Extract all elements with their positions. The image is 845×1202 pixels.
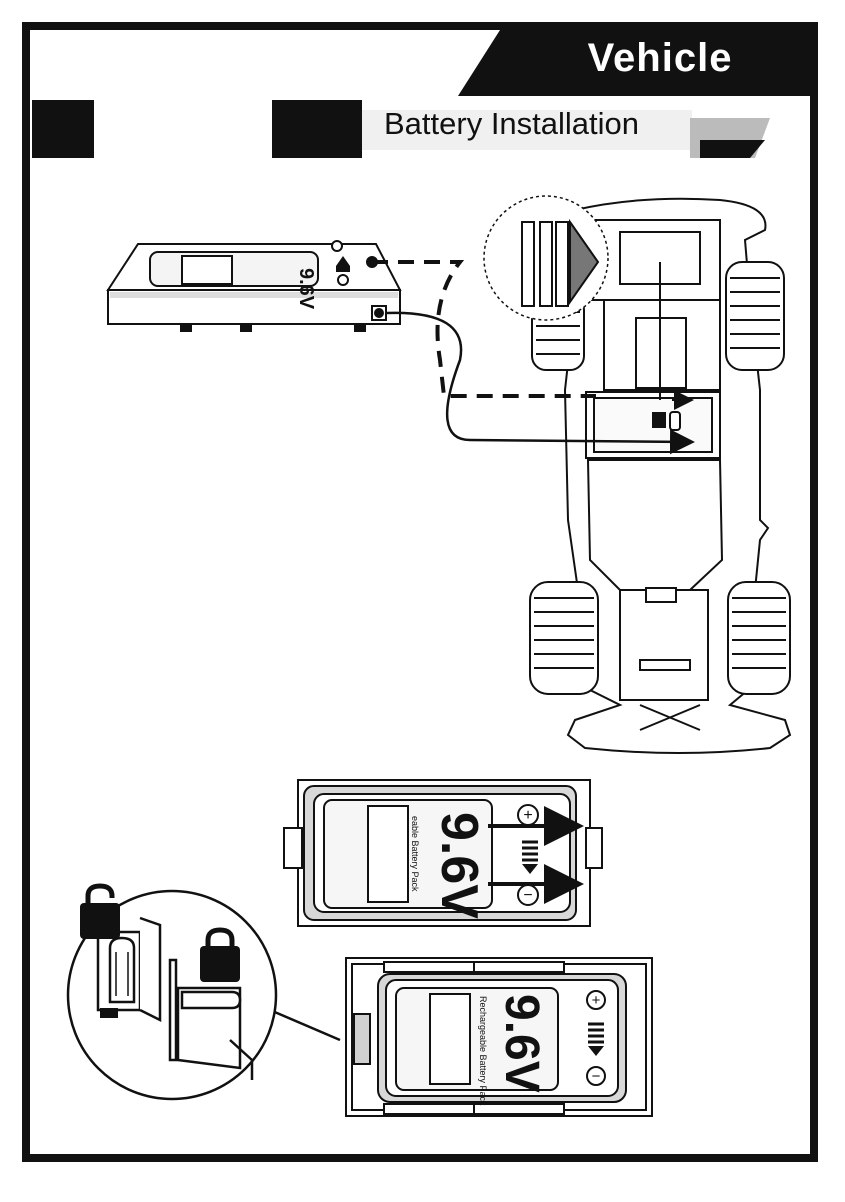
tire-rear-right: [728, 582, 790, 694]
magnifier-detail-top: [484, 196, 608, 320]
pack-label-mid: eable Battery Pack: [410, 816, 420, 892]
tire-rear-left: [530, 582, 598, 694]
battery-pack-illustration: [108, 241, 400, 332]
plus-terminal-mid: +: [523, 807, 532, 824]
lock-open-icon: [80, 886, 120, 939]
minus-terminal-mid: −: [523, 887, 532, 904]
pack-voltage-mid: 9.6V: [430, 812, 488, 919]
pack-label-bottom: Rechargeable Battery Pack: [478, 996, 488, 1106]
tire-front-right: [726, 262, 784, 370]
pack-voltage-top: 9.6V: [295, 268, 317, 310]
plus-terminal-bottom: +: [592, 992, 601, 1009]
minus-terminal-bottom: −: [592, 1068, 601, 1085]
pack-voltage-bottom: 9.6V: [495, 994, 548, 1093]
